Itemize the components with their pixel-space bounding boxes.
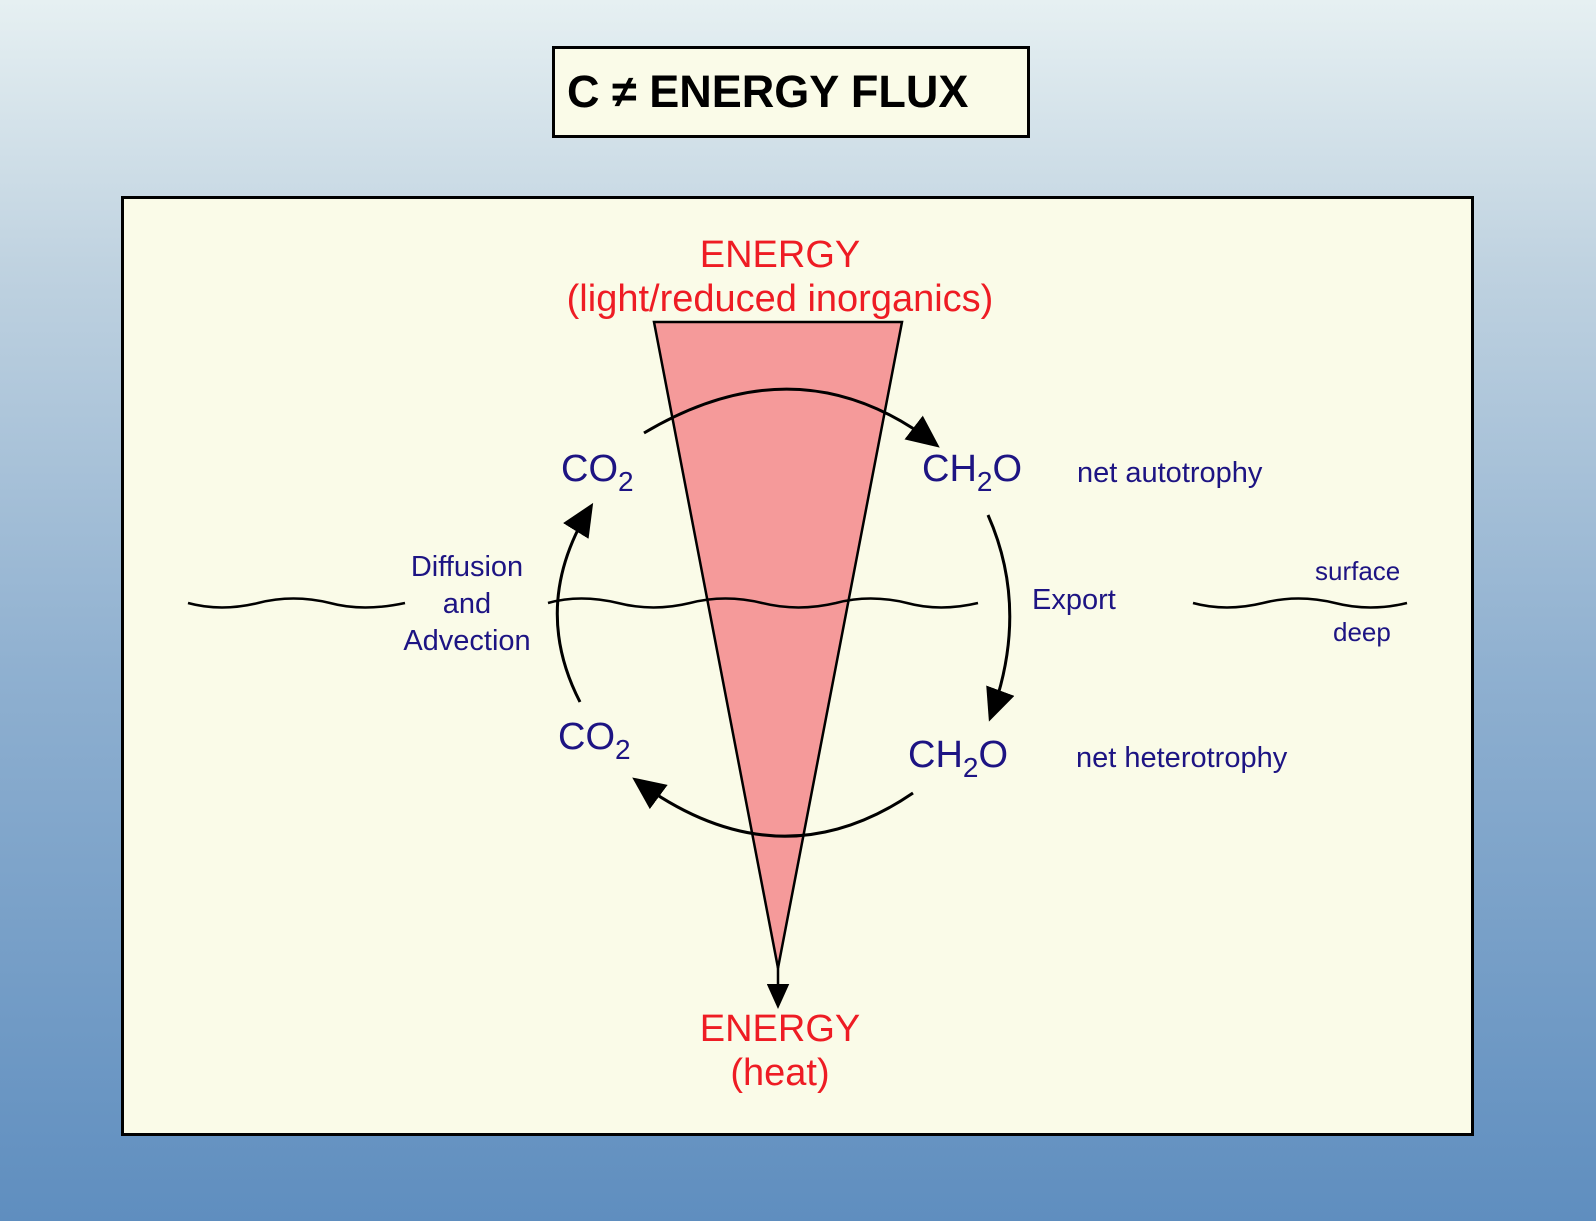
energy-input-title: ENERGY (699, 234, 861, 276)
co2-surface-label: CO2 (561, 448, 634, 497)
deep-label: deep (1333, 617, 1391, 647)
energy-input-source: (light/reduced inorganics) (566, 278, 994, 320)
co2-deep-label: CO2 (558, 716, 631, 765)
energy-input-label: ENERGY (light/reduced inorganics) (530, 236, 1030, 318)
energy-output-form: (heat) (730, 1052, 830, 1094)
arrow-export (986, 514, 1015, 722)
energy-output-title: ENERGY (699, 1008, 861, 1050)
surface-label: surface (1315, 556, 1401, 586)
boundary-wave-left (187, 597, 406, 609)
surface-deep-boundary (187, 597, 1408, 609)
export-label: Export (1032, 584, 1116, 616)
ch2o-surface-label: CH2O (922, 448, 1023, 497)
ch2o-deep-label: CH2O (908, 734, 1009, 783)
net-autotrophy-label: net autotrophy (1077, 457, 1263, 489)
arrow-co2-to-ch2o-top (643, 387, 940, 448)
energy-wedge (652, 320, 904, 969)
arrow-diffusion-advection (555, 502, 594, 703)
arrow-ch2o-to-co2-bottom (632, 777, 914, 838)
boundary-wave-right (1192, 597, 1408, 609)
page-title: C ≠ ENERGY FLUX (552, 46, 1030, 138)
boundary-wave-middle (547, 597, 979, 609)
energy-output-label: ENERGY (heat) (640, 1010, 920, 1092)
diffusion-advection-label: Diffusion and Advection (403, 551, 531, 657)
net-heterotrophy-label: net heterotrophy (1076, 742, 1288, 774)
